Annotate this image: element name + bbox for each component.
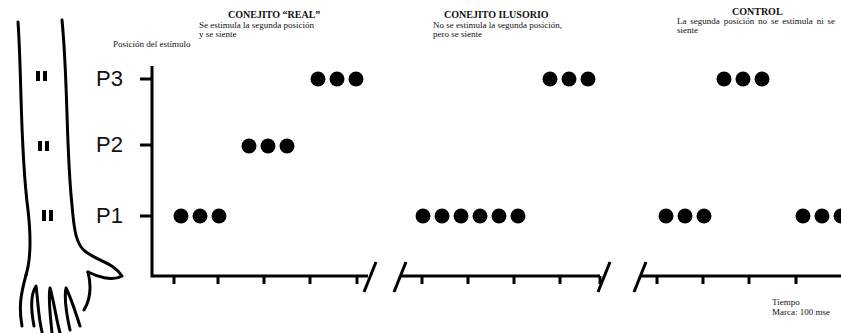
panel-note: La segunda posición no se estimula ni se… [677, 17, 835, 36]
panel-title: CONEJITO ILUSORIO [444, 10, 549, 21]
position-label: P1 [96, 204, 123, 227]
panel-note: Se estimula la segunda posición y se sie… [199, 21, 319, 40]
panel-note: No se estimula la segunda posición, pero… [433, 21, 573, 40]
position-label: P3 [96, 67, 123, 90]
panel-title: CONTROL [732, 7, 783, 18]
position-label: P2 [96, 133, 123, 156]
axis-title: Posición del estímulo [113, 40, 191, 49]
axis-note: Marca: 100 mse [772, 308, 830, 317]
axis-title: Tiempo [772, 298, 800, 307]
panel-title: CONEJITO “REAL” [228, 10, 320, 21]
